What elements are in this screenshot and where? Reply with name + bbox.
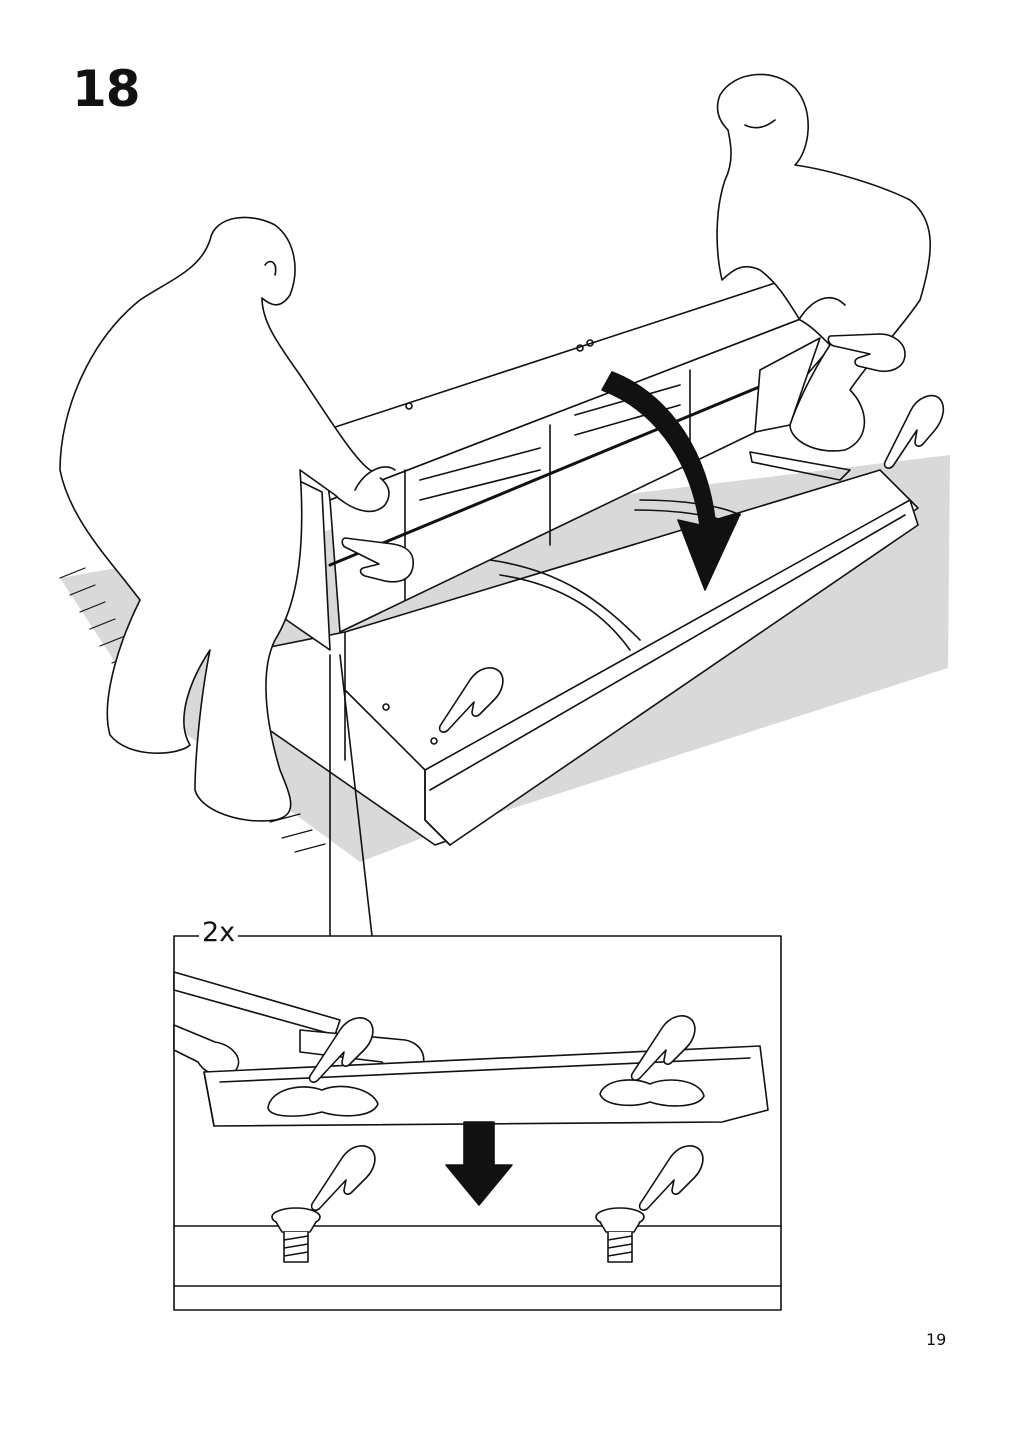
step-number: 18 bbox=[72, 60, 141, 118]
curved-arrow-down-icon bbox=[601, 371, 741, 591]
person-right bbox=[716, 73, 932, 452]
person-left bbox=[59, 216, 396, 822]
screw-head-icon bbox=[595, 1207, 645, 1263]
pointing-hand-icon bbox=[438, 667, 504, 733]
sofa-base bbox=[254, 451, 919, 846]
pointing-hand-icon bbox=[827, 333, 906, 372]
pointing-hand-icon bbox=[638, 1145, 704, 1211]
callout-line bbox=[329, 654, 373, 937]
backrest-rod bbox=[328, 368, 802, 567]
pointing-hand-icon bbox=[310, 1145, 376, 1211]
pointing-hand-icon bbox=[308, 1017, 374, 1083]
pointing-hand-icon bbox=[883, 394, 945, 469]
base-screw-left bbox=[382, 703, 390, 711]
pointing-hand-icon bbox=[341, 537, 415, 583]
detail-quantity-label: 2x bbox=[199, 918, 239, 948]
screw-head-icon bbox=[271, 1207, 321, 1263]
base-screw-left-2 bbox=[430, 737, 438, 745]
arrow-down-icon bbox=[445, 1121, 513, 1206]
pointing-hand-icon bbox=[630, 1015, 696, 1081]
page-number: 19 bbox=[926, 1330, 947, 1349]
